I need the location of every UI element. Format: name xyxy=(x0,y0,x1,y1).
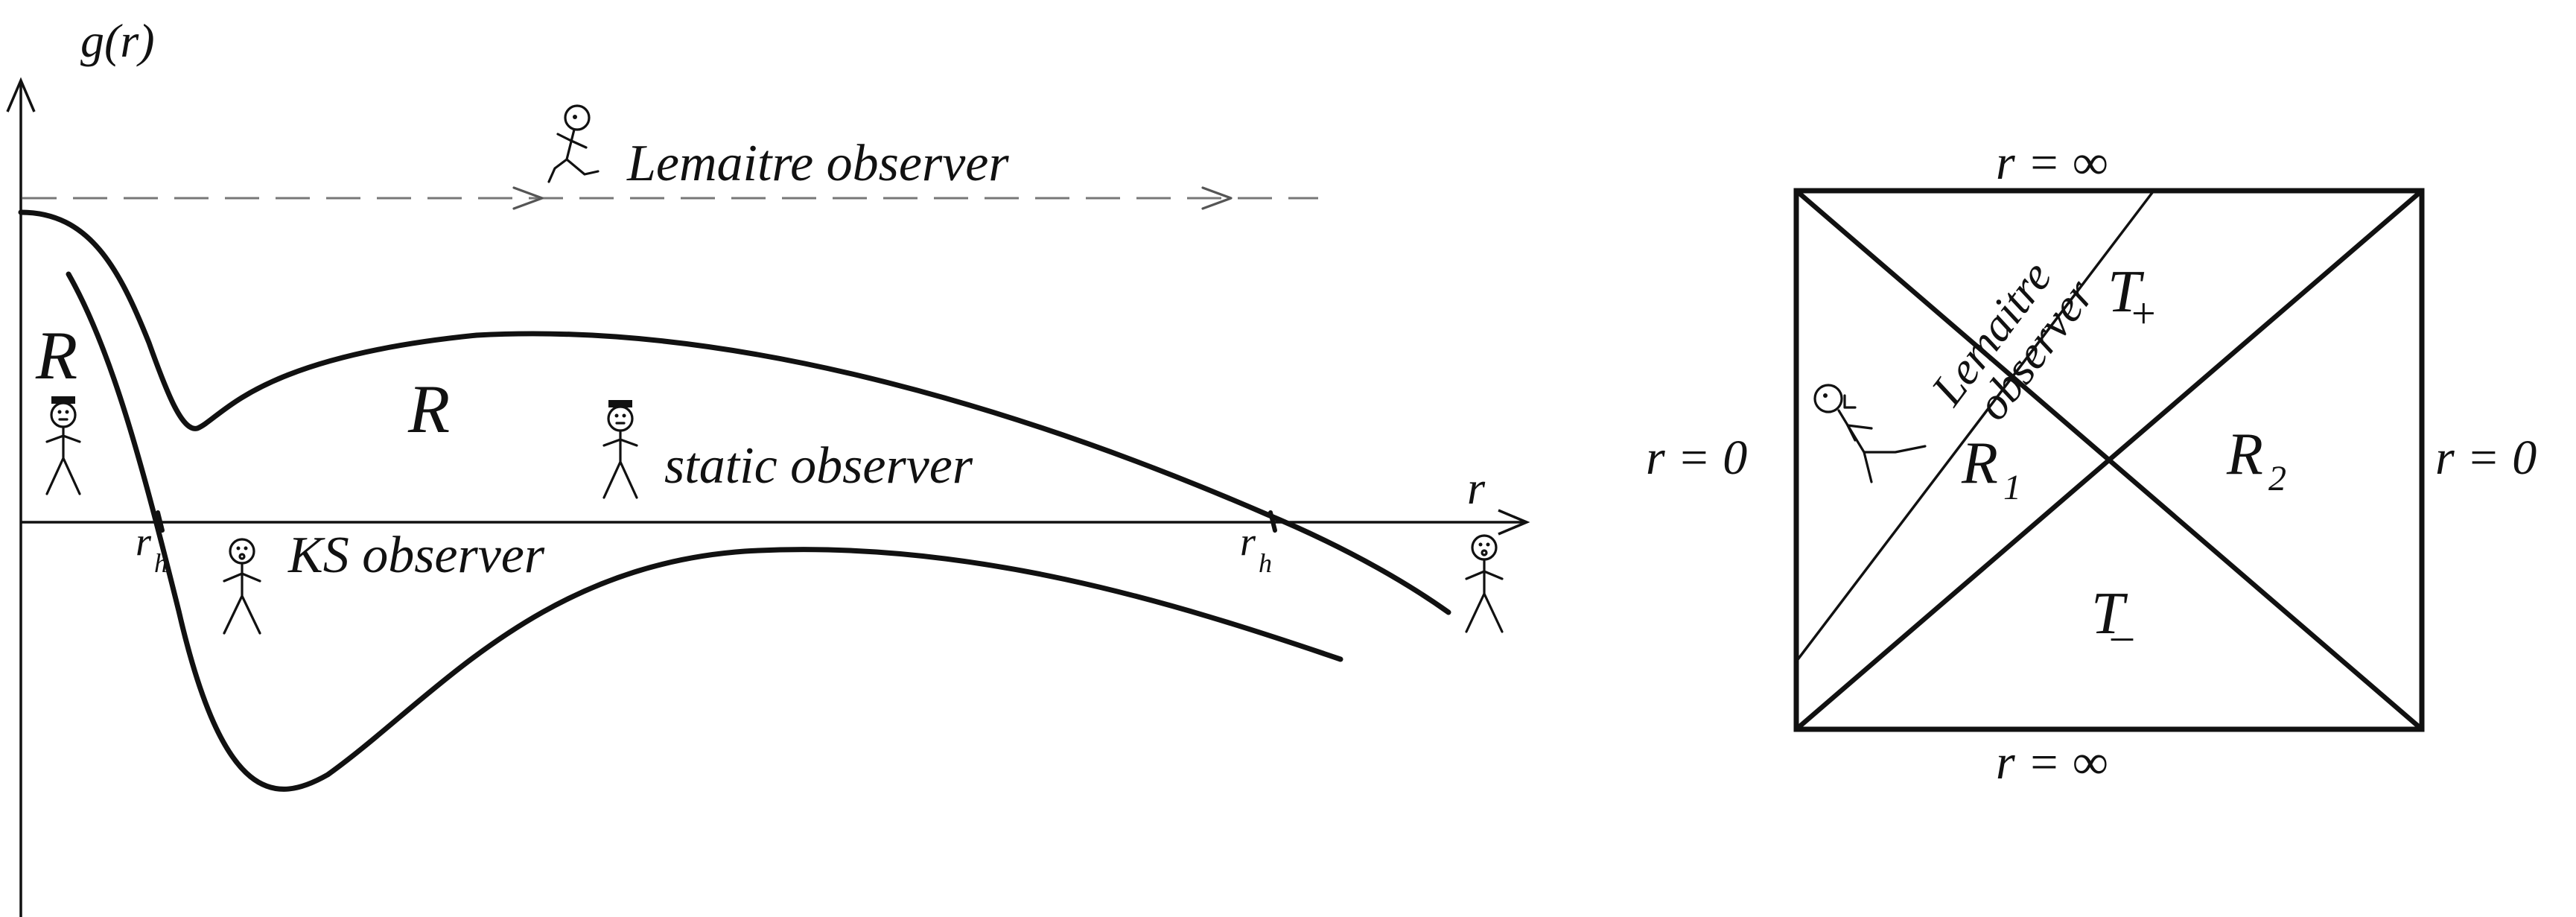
svg-text:r: r xyxy=(136,519,152,564)
bottom-boundary-label: r = ∞ xyxy=(1996,735,2108,790)
region-T-minus: T – xyxy=(2091,581,2134,659)
right-boundary-label: r = 0 xyxy=(2435,431,2537,485)
svg-text:r: r xyxy=(1240,519,1256,564)
lemaitre-worldline xyxy=(1795,189,2155,663)
svg-text:–: – xyxy=(2111,611,2134,659)
svg-text:R: R xyxy=(2226,422,2263,487)
horizon-label-right: r h xyxy=(1240,519,1272,578)
penrose-frame xyxy=(1793,188,2425,732)
far-observer-icon xyxy=(1465,534,1504,633)
running-observer-icon xyxy=(547,104,600,183)
region-label-inner-R: R xyxy=(35,317,77,393)
svg-text:R: R xyxy=(1961,431,1998,496)
top-boundary-label: r = ∞ xyxy=(1996,136,2108,190)
horizon-tick-right xyxy=(1268,510,1277,533)
svg-text:+: + xyxy=(2131,289,2156,337)
lower-metric-curve xyxy=(66,271,1343,792)
region-T-plus: T + xyxy=(2108,259,2156,337)
upper-metric-curve xyxy=(18,209,1451,615)
svg-text:1: 1 xyxy=(2003,468,2021,507)
region-label-outer-R: R xyxy=(407,371,450,447)
svg-text:2: 2 xyxy=(2268,459,2286,498)
static-observer-hat-icon-inner xyxy=(45,396,81,495)
static-observer-hat-icon-outer xyxy=(602,400,638,499)
ks-observer-icon xyxy=(223,538,261,635)
diagonal-bottom-left-top-right xyxy=(1794,188,2424,732)
right-panel-penrose-diagram: r = ∞ r = ∞ r = 0 r = 0 T + T – R 1 R 2 … xyxy=(1646,136,2537,790)
left-boundary-label: r = 0 xyxy=(1646,431,1747,485)
falling-observer-icon xyxy=(1813,384,1927,483)
lemaitre-observer-label: Lemaitre observer xyxy=(626,135,1009,192)
horizon-tick-left xyxy=(156,510,165,533)
lemaitre-dashed-path xyxy=(22,186,1318,210)
svg-text:T: T xyxy=(2108,259,2145,325)
left-panel: g(r) r r h r h R R Lemaitre observer sta… xyxy=(6,14,1530,917)
penrose-lemaitre-label: Lemaitre observer xyxy=(1921,252,2105,429)
y-axis-label: g(r) xyxy=(80,14,155,67)
region-R2: R 2 xyxy=(2226,422,2286,498)
ks-observer-label: KS observer xyxy=(287,527,545,584)
x-axis xyxy=(21,509,1530,536)
svg-text:T: T xyxy=(2091,581,2128,647)
static-observer-label: static observer xyxy=(664,437,973,495)
region-R1: R 1 xyxy=(1961,431,2021,507)
y-axis xyxy=(6,77,36,917)
horizon-label-left: r h xyxy=(136,519,168,578)
x-axis-label: r xyxy=(1467,463,1486,514)
svg-text:h: h xyxy=(154,548,168,578)
svg-text:h: h xyxy=(1259,548,1272,578)
